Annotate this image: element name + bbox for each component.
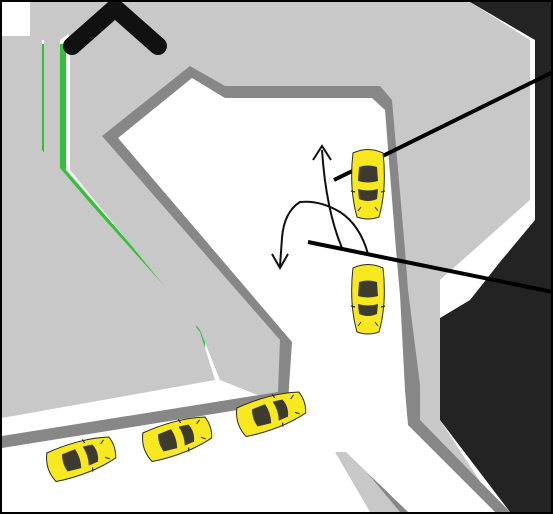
car-icon (351, 265, 385, 335)
car-icon (351, 150, 385, 220)
